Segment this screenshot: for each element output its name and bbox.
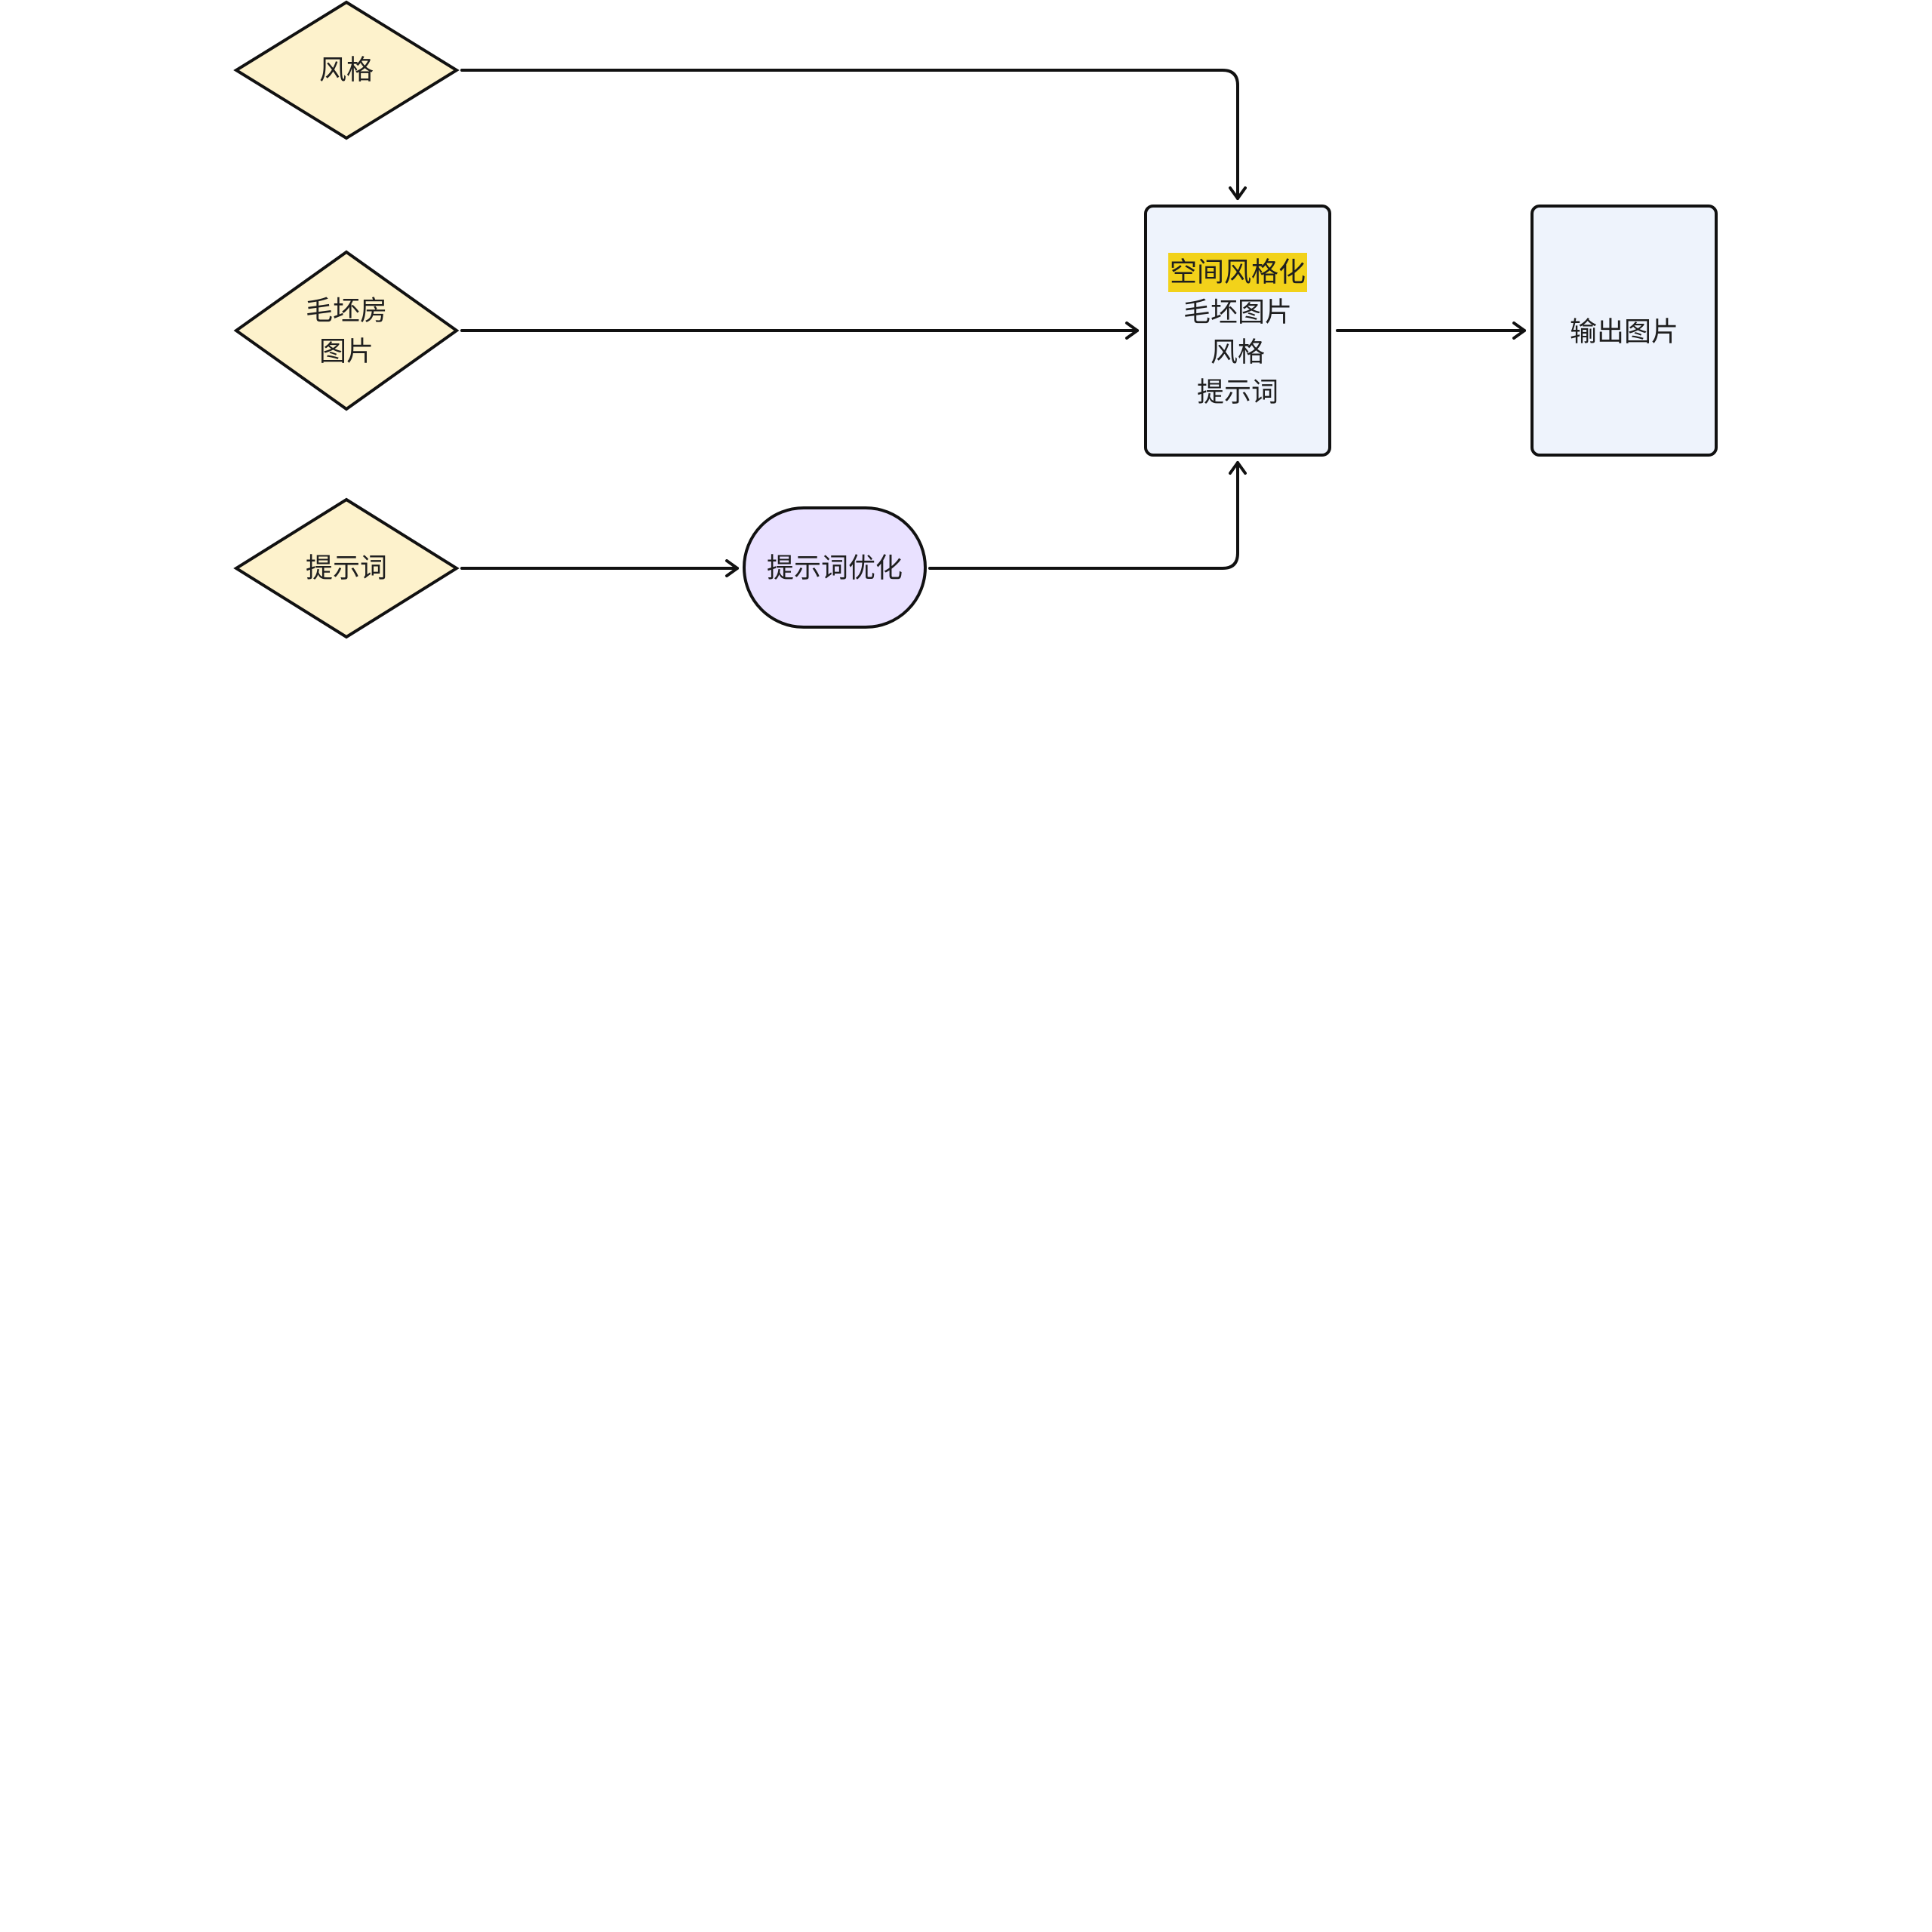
output-shape: [1531, 205, 1718, 457]
diamond-shape: [233, 250, 460, 411]
diamond-prompt-input: 提示词: [233, 497, 460, 639]
node-line-3: 提示词: [1197, 377, 1278, 408]
process-space-stylize: 空间风格化 毛坯图片 风格 提示词: [1144, 205, 1331, 457]
node-label-line-1: 毛坯房: [306, 296, 387, 327]
diamond-raw-room-input: 毛坯房 图片: [233, 250, 460, 411]
diamond-shape: [233, 0, 460, 140]
node-line-1: 毛坯图片: [1183, 297, 1292, 328]
node-label: 输出图片: [1570, 317, 1678, 348]
node-label: 提示词: [306, 553, 387, 584]
node-label: 提示词优化: [767, 553, 903, 584]
process-shape: [1144, 205, 1331, 457]
stadium-prompt-optimize: 提示词优化: [743, 506, 927, 629]
edges: [460, 69, 1526, 577]
output-image-node: 输出图片: [1531, 205, 1718, 457]
node-label-line-2: 图片: [319, 337, 374, 368]
node-label: 风格: [319, 55, 374, 86]
node-title: 空间风格化: [1170, 257, 1306, 288]
edge-style-to-stylize: [460, 69, 1247, 200]
diamond-style-input: 风格: [233, 0, 460, 140]
diamond-shape: [233, 497, 460, 639]
stadium-shape: [743, 506, 927, 629]
title-highlight: [1168, 253, 1307, 292]
edge-optimize-to-stylize: [928, 461, 1247, 570]
node-line-2: 风格: [1211, 337, 1265, 368]
